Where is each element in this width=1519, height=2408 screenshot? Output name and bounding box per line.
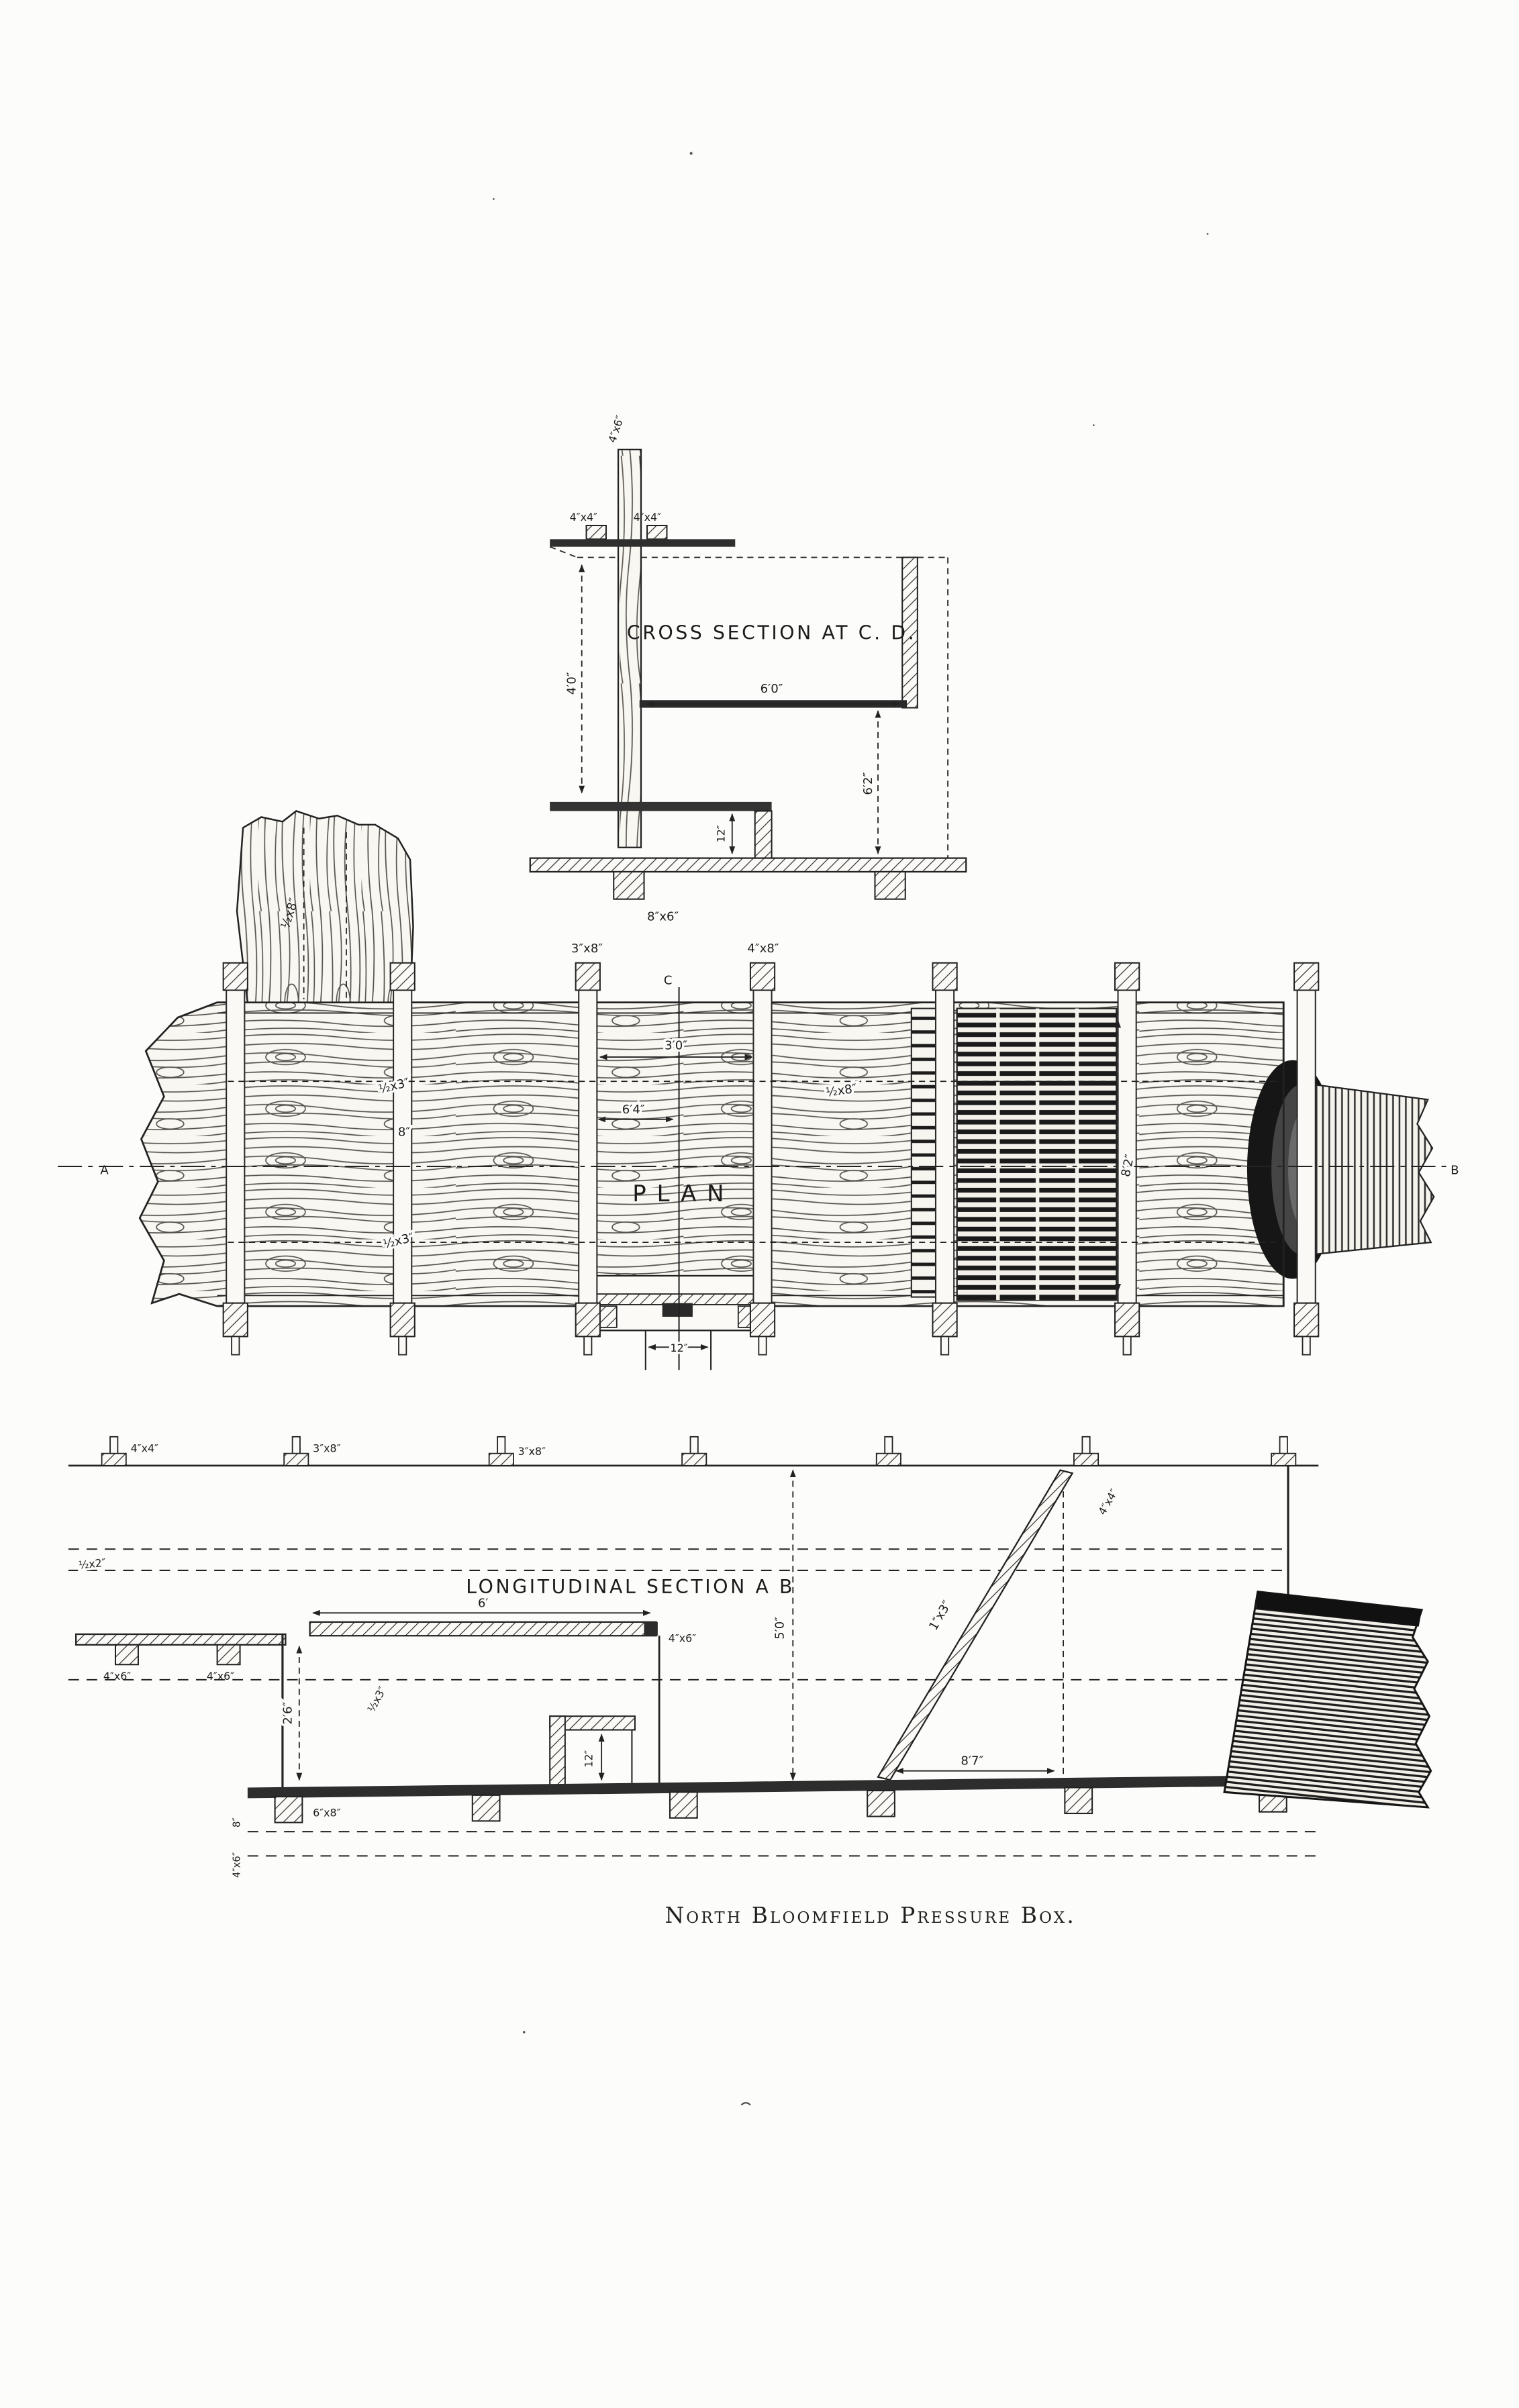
plan-post bbox=[389, 962, 415, 1356]
ls-inlet-cylinder bbox=[1223, 1591, 1432, 1809]
plan-post bbox=[575, 962, 601, 1356]
plan-joist-left-label: 3″x8″ bbox=[571, 942, 603, 956]
ls-pin bbox=[1271, 1436, 1297, 1466]
plan-post bbox=[932, 962, 958, 1356]
plan-post bbox=[1114, 962, 1140, 1356]
plan-title: PLAN bbox=[632, 1181, 734, 1207]
plan-point-c: C bbox=[664, 973, 673, 987]
plan-post bbox=[222, 962, 248, 1356]
cap-block-right bbox=[646, 524, 668, 540]
cap-plank bbox=[550, 539, 736, 547]
ls-post-3-label: 3″x8″ bbox=[518, 1445, 546, 1458]
cross-footing-left bbox=[613, 870, 645, 900]
ls-pin bbox=[681, 1436, 707, 1466]
cross-post-label: 4″x6″ bbox=[605, 414, 626, 444]
ls-sill-label: 6″x8″ bbox=[313, 1807, 340, 1819]
ls-edge-2-label: 4″x6″ bbox=[232, 1852, 243, 1878]
ls-top-pins bbox=[101, 1436, 1297, 1466]
ls-dim-26: 2′6″ bbox=[281, 1701, 295, 1724]
plan-outlet bbox=[591, 1274, 764, 1370]
cross-lower-plank bbox=[550, 801, 772, 811]
ls-edge-1-label: 8″ bbox=[232, 1817, 243, 1827]
ls-post-1-label: 4″x4″ bbox=[131, 1442, 158, 1454]
ls-lining-label: ½x3″ bbox=[364, 1685, 389, 1715]
cross-step-post bbox=[754, 810, 773, 859]
plan-post bbox=[1293, 962, 1320, 1356]
plan-dim-30: 3′0″ bbox=[665, 1039, 687, 1053]
ls-title: LONGITUDINAL SECTION A B bbox=[466, 1576, 795, 1598]
ls-brace-post-label: 4″x4″ bbox=[1095, 1487, 1120, 1517]
ls-left-block-1 bbox=[114, 1644, 139, 1666]
cross-dim-height-right: 6′2″ bbox=[861, 772, 875, 795]
ls-batten-label: ½x2″ bbox=[78, 1556, 107, 1572]
plan-branch-timber bbox=[236, 810, 414, 1003]
ls-dim-87: 8′7″ bbox=[961, 1754, 983, 1768]
plan-point-b: B bbox=[1451, 1163, 1459, 1177]
longitudinal-section-view: LONGITUDINAL SECTION A B 4″x4″ 3″x8″ 3″x… bbox=[68, 1436, 1432, 1878]
ls-dim-50: 5′0″ bbox=[773, 1617, 787, 1640]
ls-left-plank bbox=[75, 1633, 287, 1646]
plan-grating-dividers bbox=[996, 1008, 1079, 1301]
cross-section-title: CROSS SECTION AT C. D. bbox=[627, 622, 917, 644]
print-specks bbox=[493, 152, 1209, 2106]
ls-floor bbox=[247, 1775, 1266, 1799]
ls-pin bbox=[1073, 1436, 1099, 1466]
ls-pin bbox=[875, 1436, 901, 1466]
cross-section-view: CROSS SECTION AT C. D. 4″x6″ 4″x4″ 4″x4″… bbox=[529, 414, 967, 923]
ls-pin bbox=[283, 1436, 309, 1466]
ls-block-2-label: 4″x6″ bbox=[207, 1670, 234, 1683]
plan-view: PLAN A B C ½x8″ 3″x8″ 4″x8″ 3′0″ 6′4″ 8″… bbox=[57, 810, 1459, 1370]
ls-diagonal-brace bbox=[877, 1469, 1074, 1781]
drawing-caption: North Bloomfield Pressure Box. bbox=[665, 1903, 1076, 1928]
plan-joist-right-label: 4″x8″ bbox=[747, 942, 779, 956]
ls-pin bbox=[488, 1436, 514, 1466]
cross-base bbox=[529, 857, 967, 873]
ls-block-1-label: 4″x6″ bbox=[103, 1670, 131, 1683]
plan-cross-posts bbox=[222, 962, 1320, 1356]
plan-point-a: A bbox=[100, 1163, 109, 1177]
ls-post-2-label: 3″x8″ bbox=[313, 1442, 340, 1454]
ls-brace-label: 1″x3″ bbox=[926, 1598, 954, 1633]
cross-post bbox=[617, 448, 642, 848]
ls-left-block-2 bbox=[216, 1644, 241, 1666]
ls-dim-12: 12″ bbox=[583, 1750, 595, 1767]
cross-dim-height-left: 4′0″ bbox=[565, 672, 579, 695]
cross-dim-width: 6′0″ bbox=[761, 682, 783, 696]
ls-top-plank-label: 4″x6″ bbox=[669, 1632, 696, 1644]
cross-right-member bbox=[901, 556, 918, 709]
plan-cleat-strip bbox=[910, 1007, 937, 1298]
plan-pipe-stub bbox=[1312, 1083, 1435, 1256]
plan-dim-8: 8″ bbox=[398, 1125, 411, 1140]
ls-box bbox=[281, 1621, 660, 1793]
plan-post bbox=[749, 962, 776, 1356]
cross-dim-step: 12″ bbox=[714, 825, 727, 842]
cap-left-label: 4″x4″ bbox=[570, 511, 597, 523]
ls-pin bbox=[101, 1436, 127, 1466]
plan-dim-outlet: 12″ bbox=[671, 1342, 688, 1354]
cap-right-label: 4″x4″ bbox=[634, 511, 661, 523]
cross-footing-right bbox=[874, 870, 906, 900]
plan-dim-64: 6′4″ bbox=[622, 1103, 645, 1117]
cap-block-left bbox=[585, 524, 607, 540]
ls-dim-6: 6′ bbox=[478, 1596, 489, 1610]
cross-section-dashed-outline bbox=[549, 546, 949, 858]
cross-sill-label: 8″x6″ bbox=[647, 909, 679, 923]
